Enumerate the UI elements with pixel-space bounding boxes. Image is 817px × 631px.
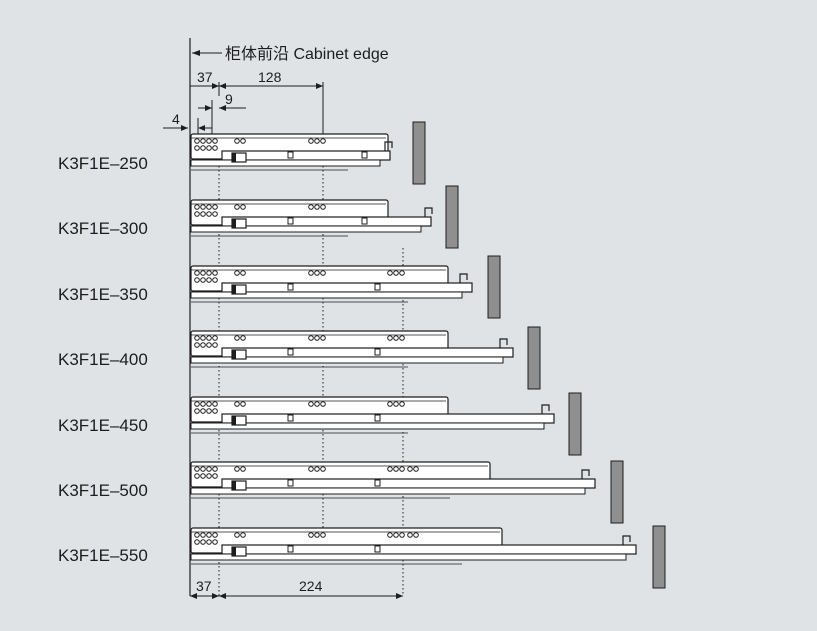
model-label-500: K3F1E–500 xyxy=(58,481,148,500)
rear-hook xyxy=(622,535,631,545)
model-label-550: K3F1E–550 xyxy=(58,546,148,565)
rear-panel xyxy=(487,255,501,319)
drawer-member xyxy=(221,216,432,227)
model-label-400: K3F1E–400 xyxy=(58,350,148,369)
bottom-dimensions xyxy=(190,593,403,599)
rear-hook xyxy=(581,469,590,479)
runner xyxy=(190,225,422,233)
drawer-member xyxy=(221,347,514,358)
rear-hook xyxy=(499,338,508,348)
runner xyxy=(190,159,381,167)
dim-bottom-224: 224 xyxy=(299,578,323,594)
rear-panel xyxy=(527,326,541,390)
slide-assembly-4 xyxy=(190,326,541,390)
drawer-member xyxy=(221,544,637,555)
model-label-450: K3F1E–450 xyxy=(58,416,148,435)
model-label-300: K3F1E–300 xyxy=(58,219,148,238)
rear-panel xyxy=(445,185,459,249)
model-labels: K3F1E–250 K3F1E–300 K3F1E–350 K3F1E–400 … xyxy=(58,154,148,565)
slide-assembly-6 xyxy=(190,460,624,524)
rear-hook xyxy=(424,207,433,217)
rear-panel xyxy=(610,460,624,524)
slide-assembly-7 xyxy=(190,525,666,589)
runner xyxy=(190,422,545,430)
runner xyxy=(190,487,586,495)
drawer-member xyxy=(221,282,473,293)
cabinet-edge-callout: 柜体前沿 Cabinet edge xyxy=(192,45,389,63)
cabinet-edge-label: 柜体前沿 Cabinet edge xyxy=(225,45,389,63)
rear-panel xyxy=(568,392,582,456)
top-dimensions xyxy=(163,82,324,134)
drawer-member xyxy=(221,478,596,489)
slide-group xyxy=(190,121,666,589)
dim-top-9: 9 xyxy=(225,91,233,107)
runner xyxy=(190,291,463,299)
slide-assembly-1 xyxy=(190,121,426,185)
dim-top-128: 128 xyxy=(258,69,282,85)
rear-hook xyxy=(541,404,550,414)
drawer-member xyxy=(221,413,555,424)
rear-panel xyxy=(412,121,426,185)
dim-top-4: 4 xyxy=(172,111,180,127)
model-label-250: K3F1E–250 xyxy=(58,154,148,173)
dim-top-37: 37 xyxy=(197,69,213,85)
rear-hook xyxy=(384,141,393,151)
slide-assembly-3 xyxy=(190,255,501,319)
rear-hook xyxy=(459,273,468,283)
runner xyxy=(190,553,627,561)
dim-bottom-37: 37 xyxy=(196,578,212,594)
rear-panel xyxy=(652,525,666,589)
model-label-350: K3F1E–350 xyxy=(58,285,148,304)
runner xyxy=(190,356,504,364)
slide-assembly-2 xyxy=(190,185,459,249)
slide-assembly-5 xyxy=(190,392,582,456)
